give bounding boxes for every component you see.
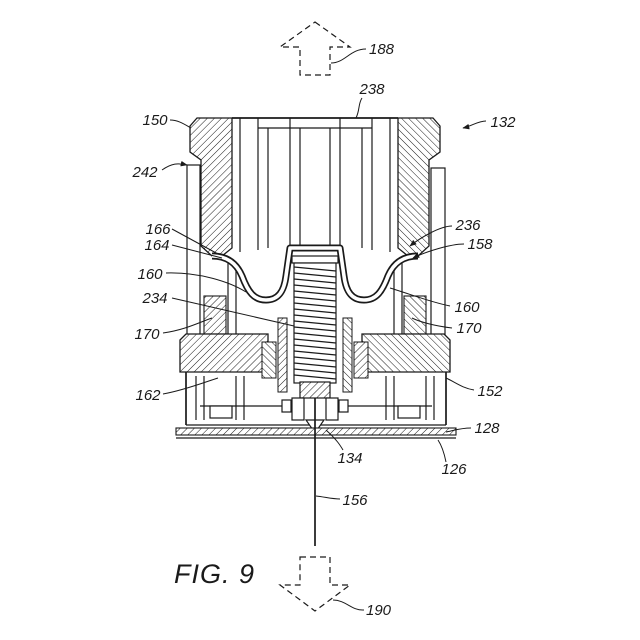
leader-150 (170, 120, 191, 128)
needle-clip-left (282, 400, 291, 412)
callout-152: 152 (477, 383, 503, 400)
callout-126: 126 (441, 461, 467, 478)
callout-160-right: 160 (454, 299, 480, 316)
down-direction-arrow (280, 557, 350, 611)
spring-housing-right (343, 318, 352, 392)
callout-164: 164 (144, 237, 169, 254)
needle-guide-right (326, 398, 338, 420)
needle-clip-right (339, 400, 348, 412)
figure-caption: FIG. 9 (174, 559, 255, 589)
left-latch (262, 342, 276, 378)
leader-238 (356, 98, 362, 118)
callout-160-left: 160 (137, 266, 163, 283)
leader-242 (162, 164, 187, 170)
outer-sleeve-right-wall (431, 168, 445, 335)
needle-hub (300, 382, 330, 398)
callout-156: 156 (342, 492, 368, 509)
leader-190 (333, 600, 364, 610)
inner-bore (240, 118, 390, 252)
cap (190, 118, 440, 256)
base-left-block (180, 334, 268, 372)
leader-152 (446, 378, 474, 390)
leader-126 (438, 440, 446, 462)
callout-158: 158 (467, 236, 493, 253)
callout-162: 162 (135, 387, 161, 404)
down-arrow-outline (280, 557, 350, 611)
callout-190: 190 (366, 602, 392, 619)
left-retainer (204, 296, 226, 334)
callout-236: 236 (454, 217, 481, 234)
callout-170-left: 170 (134, 326, 160, 343)
needle-guide-left (292, 398, 304, 420)
bottom-plate-strip (176, 428, 456, 435)
callout-132: 132 (490, 114, 516, 131)
leader-188 (331, 49, 366, 63)
up-direction-arrow (280, 22, 350, 75)
callout-150: 150 (142, 112, 168, 129)
leader-160-left (166, 273, 246, 292)
outer-sleeve-left-wall (187, 165, 200, 335)
callout-188: 188 (369, 41, 395, 58)
right-latch (354, 342, 368, 378)
callout-238: 238 (358, 81, 385, 98)
callout-234: 234 (141, 290, 167, 307)
spring-housing-left (278, 318, 287, 392)
right-foot (398, 406, 420, 418)
leader-156 (316, 496, 340, 499)
callout-166: 166 (145, 221, 171, 238)
spring-top-plate (292, 256, 338, 263)
right-retainer (404, 296, 426, 334)
callout-134: 134 (337, 450, 362, 467)
callout-242: 242 (131, 164, 158, 181)
bottom-plate (176, 428, 456, 438)
callout-128: 128 (474, 420, 500, 437)
callout-170-right: 170 (456, 320, 482, 337)
left-foot (210, 406, 232, 418)
leader-162 (163, 378, 218, 394)
leader-132 (463, 121, 486, 128)
base-right-block (362, 334, 450, 372)
up-arrow-outline (280, 22, 350, 75)
